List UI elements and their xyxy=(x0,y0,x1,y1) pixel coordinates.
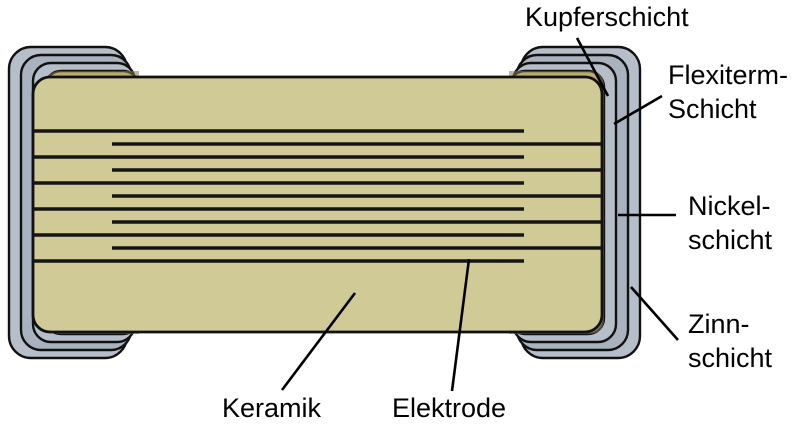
electrode-stack xyxy=(33,129,602,263)
label-zinnschicht: Zinn- schicht xyxy=(688,309,773,373)
leader-zinnschicht xyxy=(630,286,679,341)
label-elektrode: Elektrode xyxy=(392,393,506,423)
label-keramik: Keramik xyxy=(222,393,322,423)
leader-flexiterm xyxy=(613,94,663,126)
label-kupferschicht-line-1: Kupferschicht xyxy=(525,2,689,32)
label-elektrode-line-1: Elektrode xyxy=(392,393,506,423)
label-zinnschicht-line-1: Zinn- xyxy=(688,309,750,339)
label-keramik-line-1: Keramik xyxy=(222,393,322,423)
label-zinnschicht-line-2: schicht xyxy=(688,343,773,373)
label-nickelschicht: Nickel- schicht xyxy=(688,191,778,255)
label-flexiterm: Flexiterm- Schicht xyxy=(668,60,796,124)
label-kupferschicht: Kupferschicht xyxy=(525,2,689,32)
leader-keramik xyxy=(280,292,357,391)
label-nickelschicht-line-1: Nickel- xyxy=(688,191,771,221)
label-flexiterm-line-2: Schicht xyxy=(668,94,757,124)
leader-elektrode xyxy=(450,258,471,392)
label-nickelschicht-line-2: schicht xyxy=(688,225,773,255)
label-flexiterm-line-1: Flexiterm- xyxy=(668,60,788,90)
ceramic-body xyxy=(31,75,604,334)
leader-kupferschicht xyxy=(575,37,610,97)
